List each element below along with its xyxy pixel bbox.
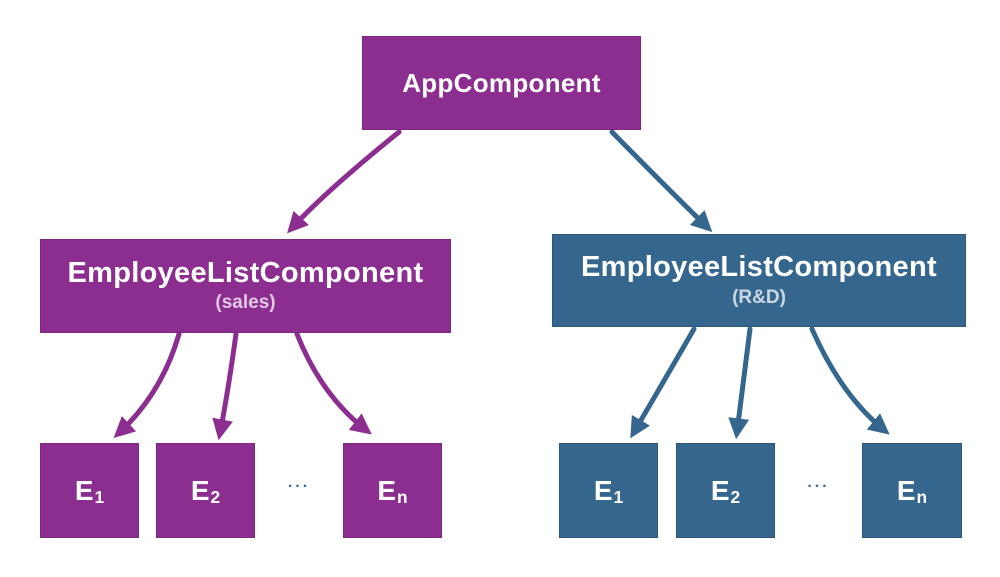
node-rnd-e2-base: E [710, 474, 730, 506]
node-rnd-e2-sub: 2 [730, 486, 741, 507]
edge-app-to-sales [287, 129, 402, 234]
node-app-component-label: AppComponent [402, 67, 601, 98]
node-sales-e2-sub: 2 [210, 486, 221, 507]
node-app-component: AppComponent [362, 36, 641, 130]
edge-sales-to-en [294, 331, 372, 435]
node-sales-e1-base: E [74, 474, 94, 506]
edge-rnd-to-e2 [728, 326, 753, 440]
node-employee-list-rnd: EmployeeListComponent (R&D) [552, 234, 966, 327]
node-sales-e1-sub: 1 [94, 486, 105, 507]
edge-rnd-to-en [809, 326, 890, 435]
node-employee-list-sales: EmployeeListComponent (sales) [40, 239, 451, 333]
node-rnd-en-sub: n [916, 486, 928, 507]
edge-sales-to-e1 [113, 331, 182, 439]
node-employee-list-rnd-sublabel: (R&D) [732, 286, 786, 308]
node-sales-e2-base: E [190, 474, 210, 506]
edge-sales-to-e2 [212, 331, 239, 441]
node-sales-en-sub: n [397, 486, 408, 507]
node-rnd-en-base: E [896, 474, 916, 506]
ellipsis-rnd: ... [807, 474, 830, 491]
node-employee-list-sales-label: EmployeeListComponent [67, 256, 424, 289]
node-rnd-e1-sub: 1 [613, 486, 624, 507]
edge-app-to-rnd [609, 129, 713, 233]
node-sales-en-base: E [377, 474, 397, 506]
edge-rnd-to-e1 [630, 326, 697, 439]
node-rnd-e1-base: E [593, 474, 613, 506]
node-employee-list-rnd-label: EmployeeListComponent [581, 251, 937, 284]
ellipsis-sales: ... [287, 474, 311, 491]
node-employee-list-sales-sublabel: (sales) [215, 292, 276, 314]
